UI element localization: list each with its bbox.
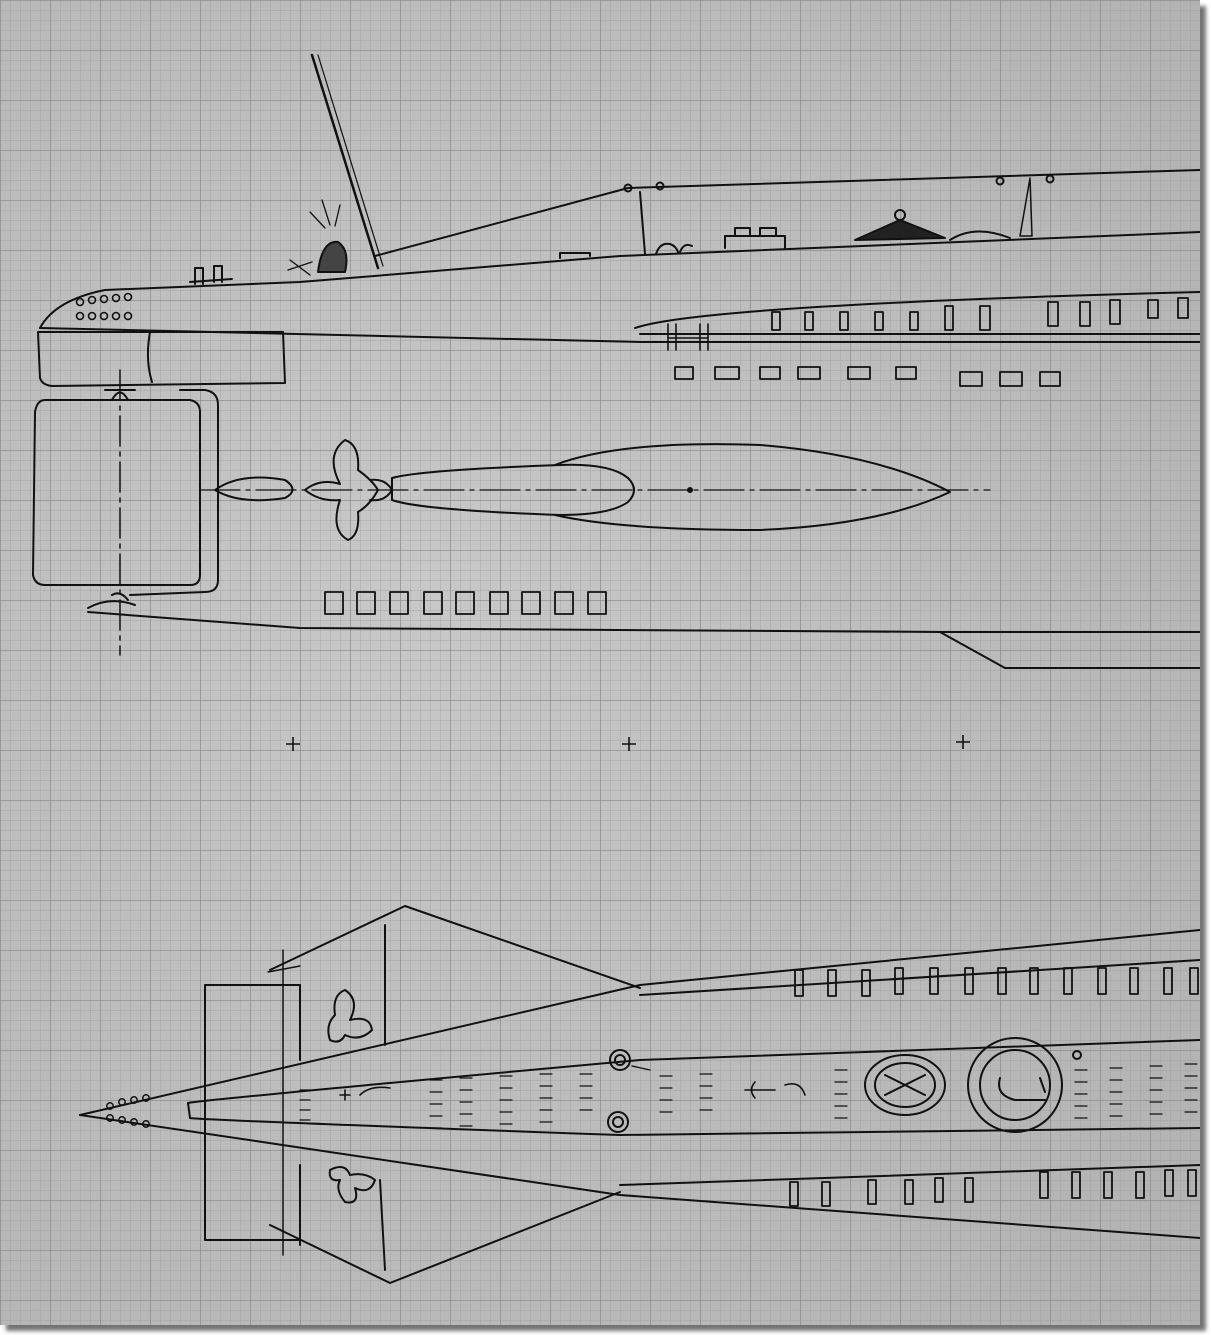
registration-marks (286, 735, 970, 751)
bow-tube-housing (37, 331, 286, 387)
rudder-pivot-top (104, 389, 136, 401)
deck-plating-ticks (299, 1063, 1198, 1129)
main-ballast-pod (554, 443, 951, 531)
lower-hull-line (87, 611, 1200, 633)
center-spine-top (187, 1039, 1200, 1104)
deck-hatch (189, 265, 233, 285)
rudder-frame (32, 399, 201, 586)
periscope-mast-edge (317, 54, 384, 267)
hull-window-row (674, 366, 1061, 387)
sail-gun-mount (854, 219, 946, 241)
deck-hatch-pair (607, 1049, 651, 1133)
light-rays (309, 199, 341, 229)
deck-cleat (287, 259, 313, 276)
deck-key (339, 1086, 391, 1101)
lower-keel-step (939, 631, 1200, 669)
hull-deck-line (39, 231, 1200, 329)
hull-vent-detail (667, 323, 709, 351)
hull-outline-bottom (79, 1114, 1200, 1239)
deck-light (317, 240, 348, 273)
aft-body (391, 463, 635, 516)
sail-rear-edge (639, 191, 646, 255)
rudder-axis-tick (267, 965, 301, 973)
conning-tower (374, 169, 1200, 257)
stabilizer-fin-upper (269, 905, 641, 989)
top-propeller-lower (328, 1165, 376, 1204)
stabilizer-fin-lower (269, 1191, 621, 1284)
sail-hatch (724, 227, 786, 249)
center-spine (187, 1102, 1200, 1136)
sail-antenna (1019, 177, 1033, 237)
fin-strut (299, 924, 386, 1271)
sail-fitting (655, 242, 693, 255)
top-propeller-upper (327, 989, 373, 1043)
rudder-box (204, 984, 301, 1241)
sail-rivet (1045, 174, 1055, 184)
periscope-mast (310, 53, 380, 270)
sonar-port-array (75, 292, 133, 321)
slot-row-upper (794, 967, 1199, 997)
deck-bollard (559, 252, 591, 259)
hull-inner-top (639, 959, 1200, 996)
sail-gun-ring (894, 209, 906, 221)
slot-row-lower (789, 1169, 1197, 1207)
sail-rivet (995, 176, 1005, 186)
deck-winch (744, 1081, 806, 1099)
sail-hatch-round (967, 1037, 1063, 1133)
pod-center-mark (687, 487, 693, 493)
submarine-top-view (79, 905, 1200, 1284)
rudder-pivot-bottom (87, 592, 136, 609)
sail-hatch-oval (864, 1054, 946, 1116)
deck-rivet (1072, 1050, 1082, 1060)
sail-dome (949, 230, 1011, 241)
top-sonar-array (106, 1094, 150, 1128)
bow-tube-inner (146, 331, 153, 383)
hull-inner-bottom (619, 1164, 1200, 1186)
sail-rivet (655, 181, 665, 191)
submarine-side-view (32, 53, 1200, 669)
deck-step-line (634, 291, 1200, 329)
sail-rivet (623, 183, 633, 193)
hull-outline-top (79, 929, 1200, 1116)
lower-window-row (324, 591, 607, 615)
limber-hole-row (771, 297, 1189, 331)
